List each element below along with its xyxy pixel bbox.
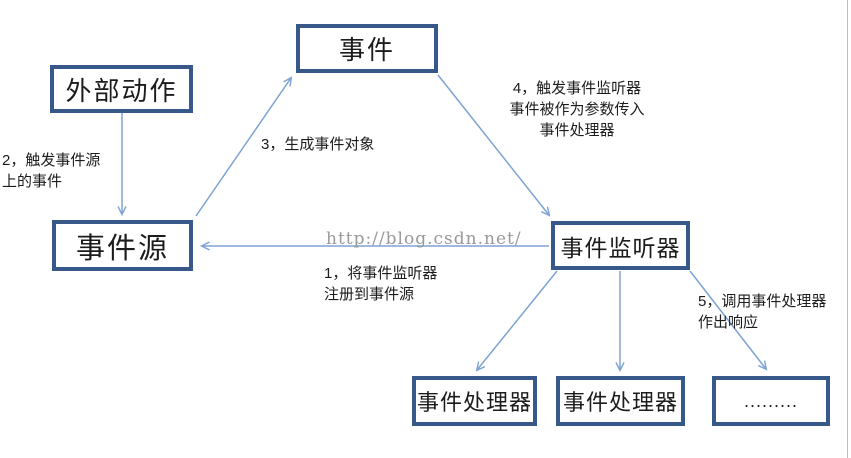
box-event: 事件 <box>296 24 438 73</box>
label-step2-trigger-source: 2，触发事件源 上的事件 <box>2 152 101 190</box>
box-event-handler-2: 事件处理器 <box>556 376 685 426</box>
label-step4-trigger-listener: 4，触发事件监听器 事件被作为参数传入 事件处理器 <box>509 80 645 139</box>
box-external-action: 外部动作 <box>50 65 193 113</box>
label-step1-register-listener: 1，将事件监听器 注册到事件源 <box>324 265 438 303</box>
label-step5-invoke-handler: 5，调用事件处理器 作出响应 <box>698 293 827 331</box>
arrow-listener-to-handler1 <box>477 270 558 370</box>
watermark-url: http://blog.csdn.net/ <box>326 229 522 249</box>
box-event-handler-1: 事件处理器 <box>412 376 537 426</box>
box-event-source: 事件源 <box>52 220 193 271</box>
page-edge-line <box>847 0 848 458</box>
box-more-handlers: ......... <box>712 376 830 426</box>
arrow-step5-listener-to-more <box>689 270 766 369</box>
arrow-step4-event-to-listener <box>437 74 549 215</box>
box-event-listener: 事件监听器 <box>551 221 690 270</box>
arrow-step3-source-to-event <box>195 78 291 217</box>
label-step3-create-event-object: 3，生成事件对象 <box>261 136 375 153</box>
